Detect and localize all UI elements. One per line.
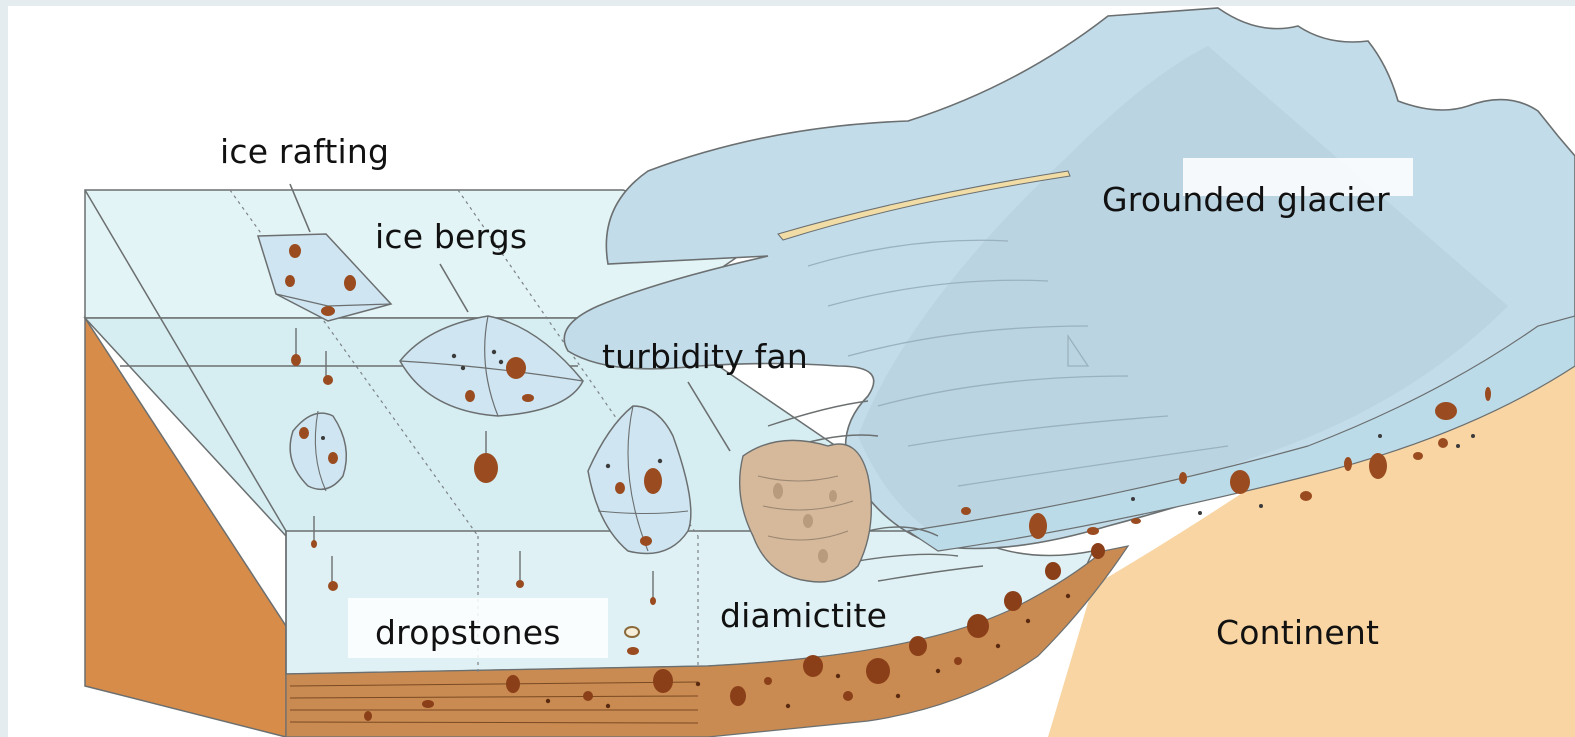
label-ice-bergs: ice bergs [375, 220, 527, 253]
label-turbidity-fan: turbidity fan [602, 340, 808, 373]
label-grounded-glacier: Grounded glacier [1102, 183, 1390, 216]
label-diamictite: diamictite [720, 599, 887, 632]
label-continent: Continent [1216, 616, 1379, 649]
label-ice-rafting: ice rafting [220, 135, 389, 168]
label-dropstones: dropstones [375, 616, 561, 649]
dropstone-hollow [625, 627, 639, 637]
diagram-frame: ice rafting ice bergs turbidity fan Grou… [8, 6, 1575, 737]
